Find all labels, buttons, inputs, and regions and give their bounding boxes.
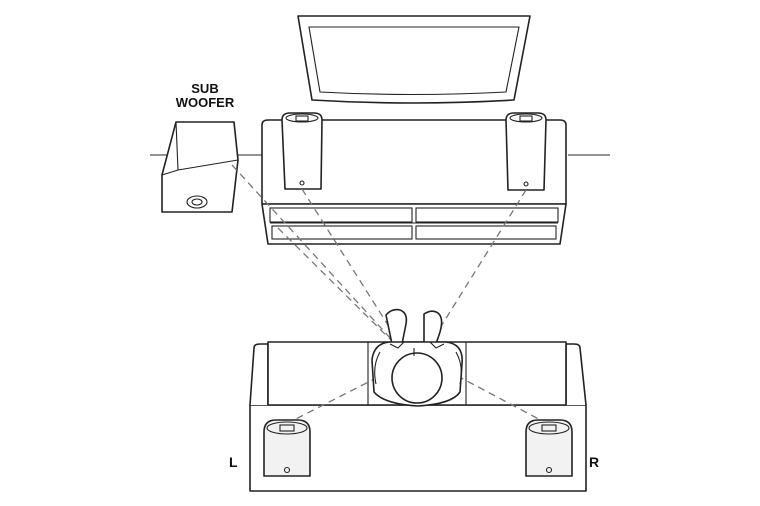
listener: [371, 308, 463, 407]
television: [297, 15, 531, 104]
subwoofer: [161, 121, 239, 213]
left-speaker-label: L: [229, 454, 238, 470]
right-speaker-label: R: [589, 454, 600, 470]
rear-right-speaker: [525, 419, 573, 477]
subwoofer-label-line2: WOOFER: [175, 95, 235, 110]
subwoofer-label-line1: SUB: [191, 81, 219, 96]
subwoofer-label: SUB WOOFER: [170, 82, 240, 110]
tv-stand: [261, 119, 567, 245]
stand-shelves: [269, 207, 559, 240]
front-left-speaker: [281, 112, 323, 190]
front-right-speaker: [505, 112, 547, 191]
rear-left-speaker: [263, 419, 311, 477]
